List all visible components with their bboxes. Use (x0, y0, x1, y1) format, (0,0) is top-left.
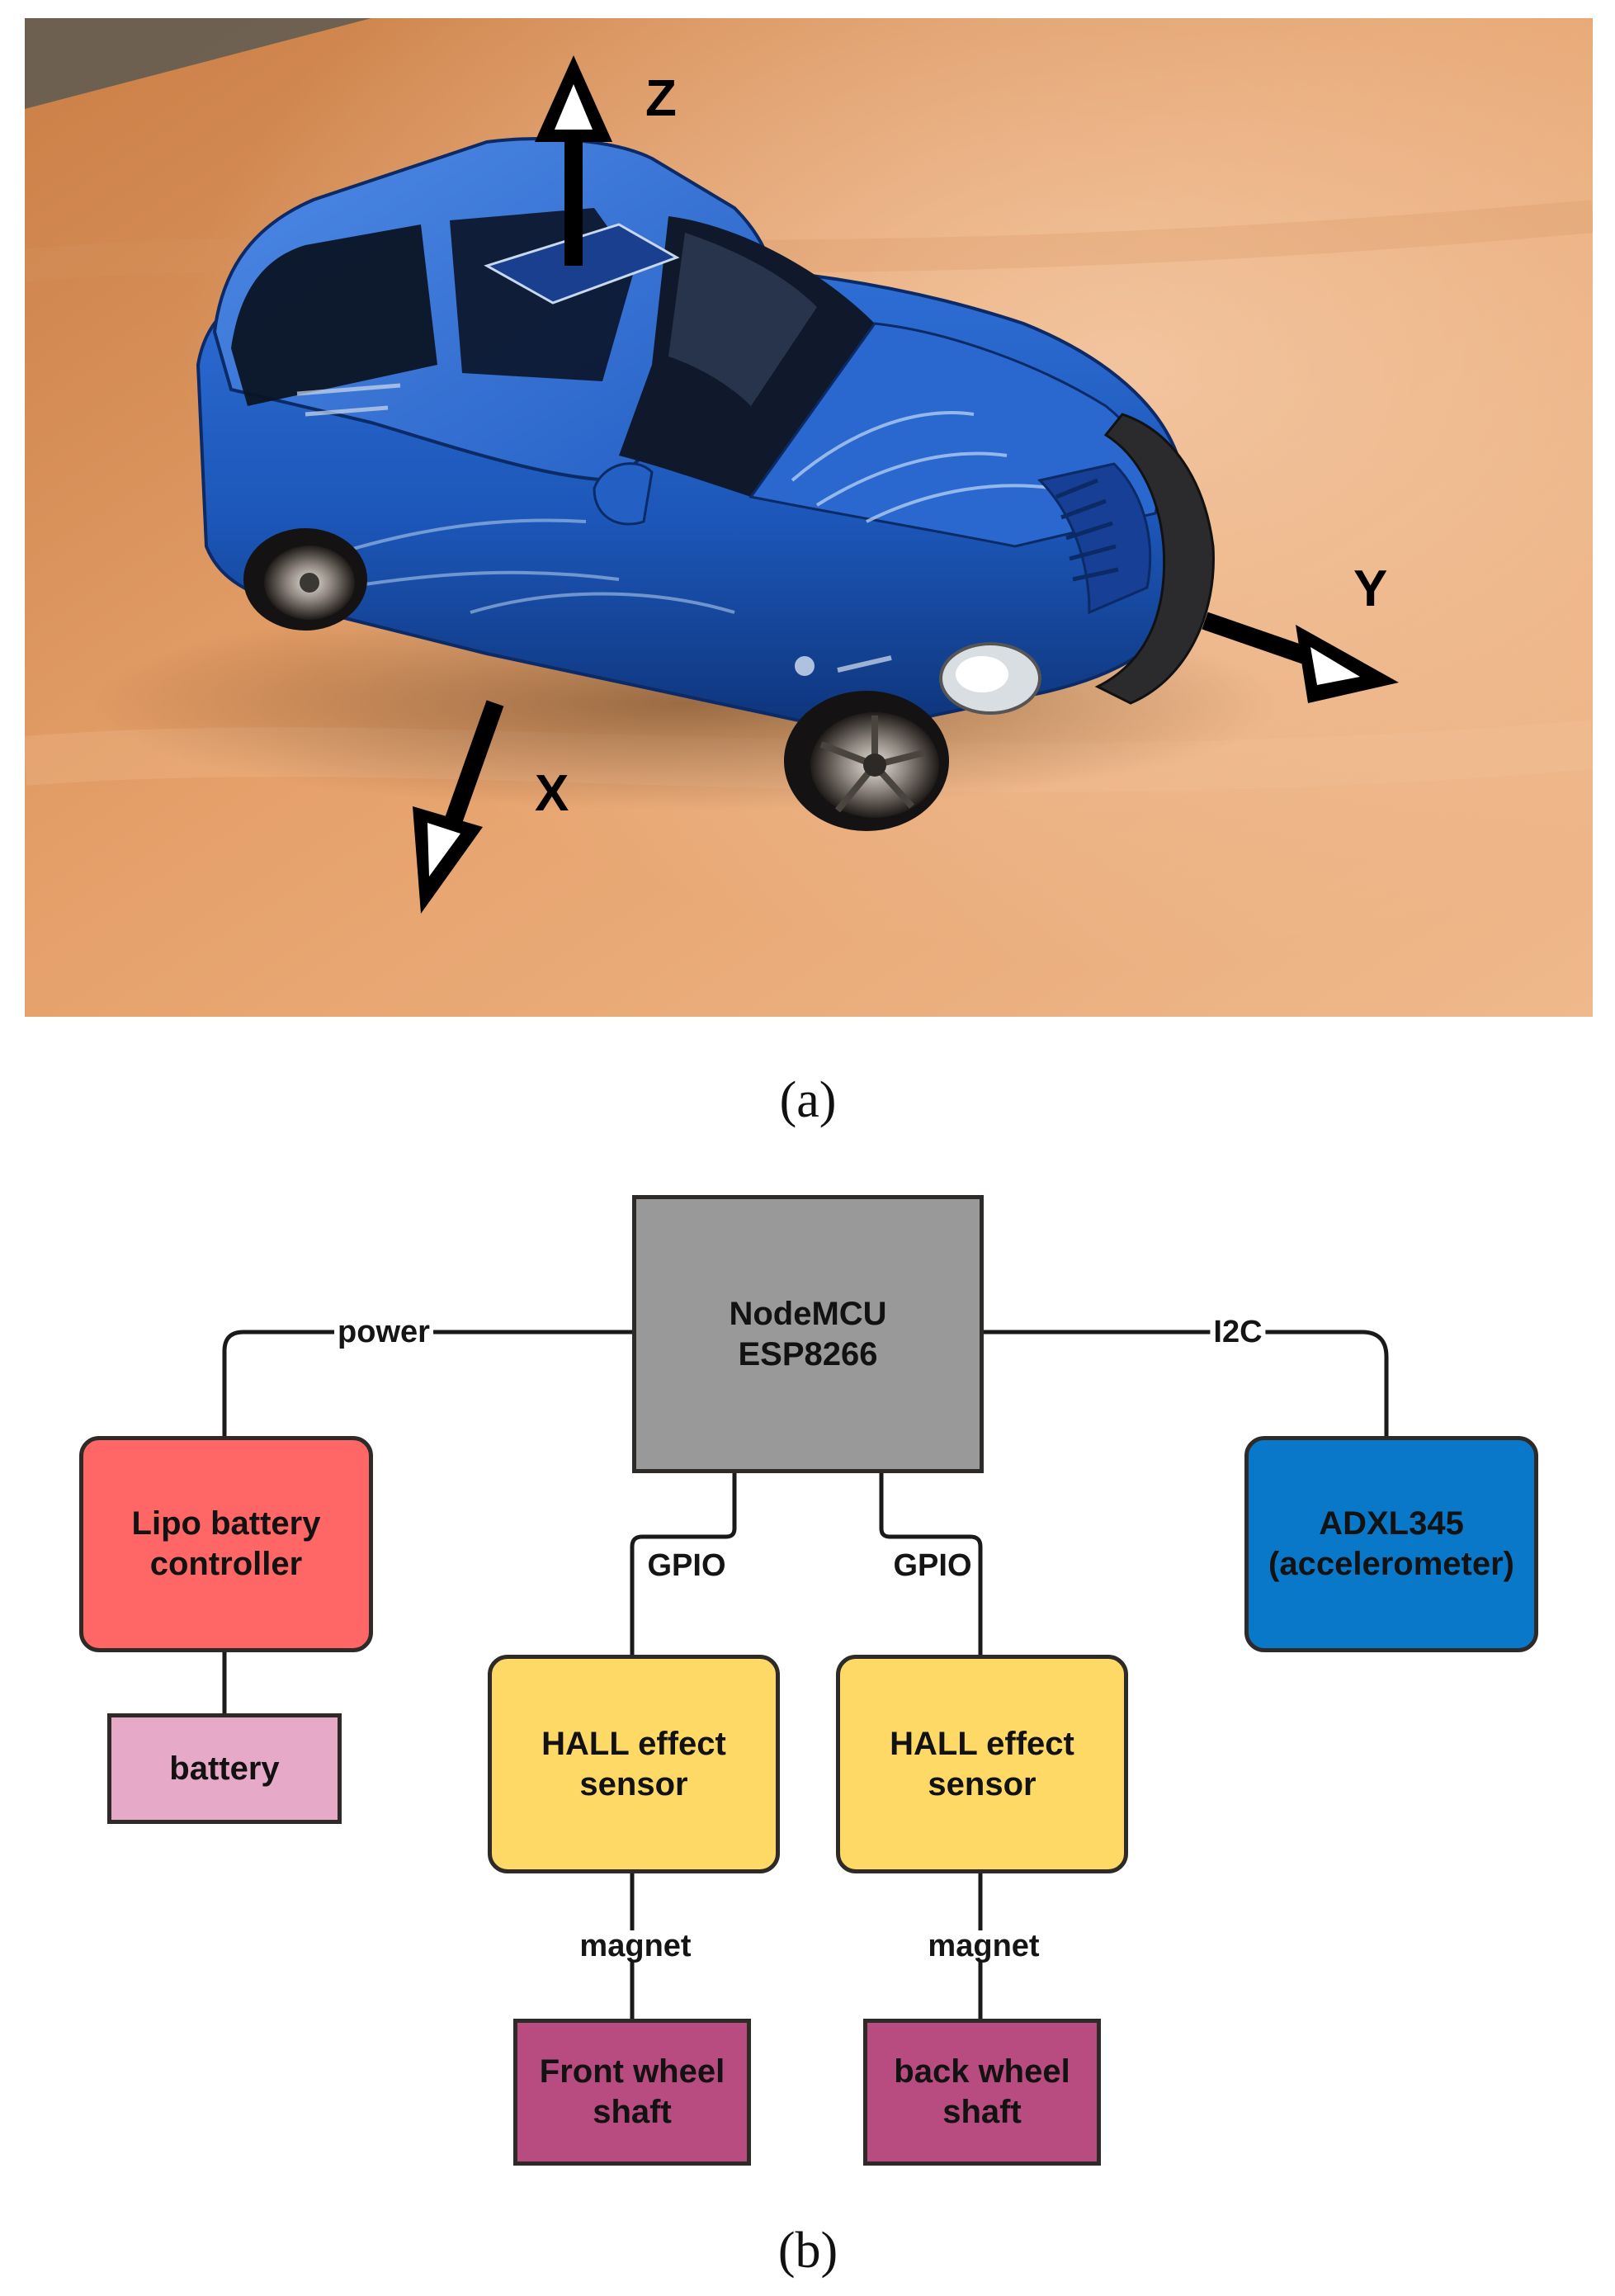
x-axis-label: X (535, 765, 569, 822)
hall-back-label-2: sensor (928, 1765, 1037, 1802)
hall-front-label-1: HALL effect (541, 1725, 726, 1762)
hall-front-label-2: sensor (579, 1765, 688, 1802)
accelerometer-label: (accelerometer) (1268, 1546, 1514, 1582)
adxl345-label: ADXL345 (1319, 1505, 1464, 1542)
battery-controller-box: Lipo battery controller (79, 1436, 373, 1652)
front-shaft-label-2: shaft (593, 2094, 672, 2130)
esp8266-label: ESP8266 (738, 1335, 878, 1372)
hall-sensor-front-box: HALL effect sensor (488, 1655, 780, 1873)
nodemcu-box: NodeMCU ESP8266 (632, 1195, 984, 1473)
battery-controller-label-2: controller (149, 1546, 303, 1582)
magnet-right-edge-label: magnet (924, 1930, 1043, 1962)
gpio-right-edge-label: GPIO (890, 1550, 975, 1581)
front-shaft-label-1: Front wheel (539, 2053, 725, 2090)
x-axis-arrow (413, 700, 504, 914)
battery-box: battery (107, 1713, 342, 1824)
hall-back-label-1: HALL effect (890, 1725, 1074, 1762)
hall-sensor-back-box: HALL effect sensor (836, 1655, 1128, 1873)
gpio-left-edge-label: GPIO (644, 1550, 730, 1581)
back-shaft-label-1: back wheel (894, 2053, 1070, 2090)
battery-label: battery (169, 1750, 280, 1787)
z-axis-label: Z (645, 70, 677, 127)
nodemcu-label: NodeMCU (729, 1295, 887, 1332)
caption-b: (b) (777, 2223, 838, 2279)
i2c-edge-label: I2C (1210, 1316, 1266, 1348)
toy-car (196, 137, 1215, 831)
front-wheel-shaft-box: Front wheel shaft (513, 2019, 751, 2166)
caption-a: (a) (779, 1072, 837, 1128)
magnet-left-edge-label: magnet (576, 1930, 695, 1962)
accelerometer-box: ADXL345 (accelerometer) (1244, 1436, 1538, 1652)
block-diagram: NodeMCU ESP8266 Lipo battery controller … (0, 1155, 1615, 2212)
y-axis-label: Y (1353, 560, 1387, 617)
car-photo: Z Y X (25, 18, 1593, 1017)
power-edge-label: power (334, 1316, 433, 1348)
battery-controller-label-1: Lipo battery (131, 1505, 321, 1542)
back-shaft-label-2: shaft (942, 2094, 1022, 2130)
y-axis-arrow (1202, 612, 1399, 703)
z-axis-arrow (535, 55, 612, 266)
back-wheel-shaft-box: back wheel shaft (863, 2019, 1101, 2166)
